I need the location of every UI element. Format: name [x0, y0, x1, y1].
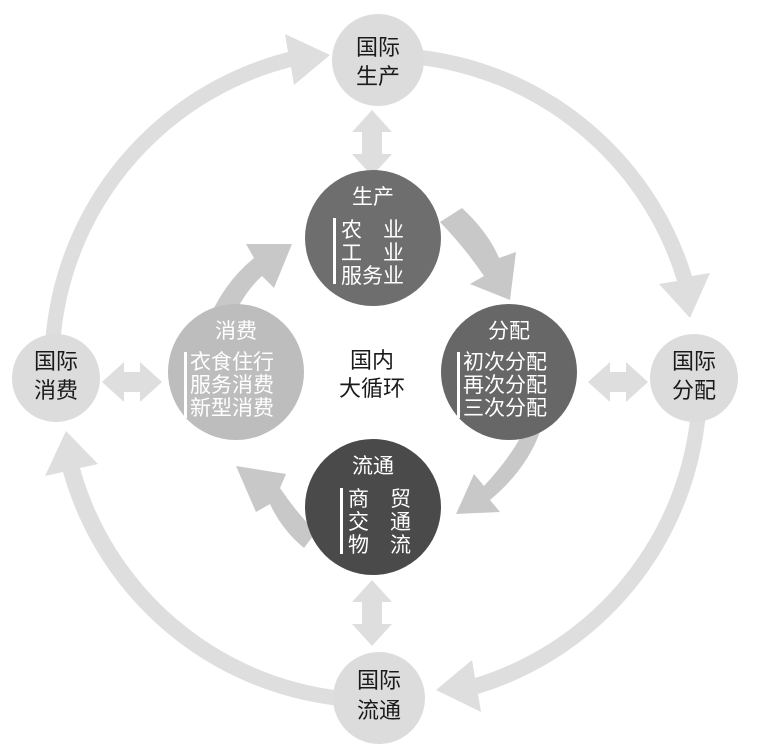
center-label: 国内 大循环	[339, 349, 405, 402]
outer-node-production-line-1: 国际	[356, 36, 400, 61]
outer-node-distribution-line-2: 分配	[672, 379, 716, 404]
connector-arrow-consumption	[102, 362, 162, 402]
outer-arrow-production-to-distribution	[410, 49, 710, 318]
inner-node-consumption: 消费 衣食住行 服务消费 新型消费	[168, 304, 304, 440]
inner-node-circulation-item-2: 交 通	[348, 510, 411, 534]
outer-node-circulation-circle	[333, 652, 425, 744]
outer-node-consumption-line-1: 国际	[34, 350, 78, 375]
outer-arrow-consumption-to-production	[45, 34, 330, 347]
outer-node-distribution-circle	[650, 334, 738, 422]
inner-node-distribution-bracket	[457, 352, 460, 418]
connector-arrow-distribution	[588, 362, 648, 402]
outer-node-distribution: 国际 分配	[650, 334, 738, 422]
inner-arrow-distribution-to-circulation	[456, 432, 540, 514]
center-label-line-2: 大循环	[339, 377, 405, 402]
inner-node-distribution-item-1: 初次分配	[463, 350, 547, 374]
outer-arrow-circulation-to-consumption	[45, 431, 342, 706]
connector-arrow-circulation	[352, 580, 392, 646]
inner-node-production: 生产 农 业 工 业 服务业	[305, 170, 441, 306]
inner-node-distribution-circle	[441, 304, 577, 440]
inner-node-consumption-title: 消费	[215, 319, 257, 343]
inner-node-circulation: 流通 商 贸 交 通 物 流	[305, 439, 441, 575]
inner-node-distribution-title: 分配	[488, 319, 530, 343]
outer-node-consumption-circle	[12, 334, 100, 422]
inner-node-circulation-circle	[305, 439, 441, 575]
inner-node-distribution: 分配 初次分配 再次分配 三次分配	[441, 304, 577, 440]
outer-cycle-arrows	[45, 34, 710, 712]
inner-node-production-item-1: 农 业	[341, 218, 404, 242]
inner-node-production-title: 生产	[352, 185, 394, 209]
outer-node-circulation-line-2: 流通	[357, 699, 401, 724]
inner-arrow-circulation-to-consumption	[236, 466, 316, 548]
inner-node-consumption-item-3: 新型消费	[190, 396, 274, 420]
outer-node-distribution-line-1: 国际	[672, 350, 716, 375]
inner-node-production-circle	[305, 170, 441, 306]
inner-node-production-item-3: 服务业	[341, 264, 404, 288]
outer-node-production-line-2: 生产	[356, 65, 400, 90]
outer-node-circulation-line-1: 国际	[357, 669, 401, 694]
inner-arrow-production-to-distribution	[440, 208, 516, 300]
outer-node-production-circle	[332, 14, 424, 106]
inner-node-production-item-2: 工 业	[341, 241, 404, 265]
center-label-line-1: 国内	[350, 349, 394, 374]
inner-node-distribution-item-3: 三次分配	[463, 396, 547, 420]
inner-node-circulation-item-3: 物 流	[348, 533, 411, 557]
connector-arrow-production	[352, 110, 392, 176]
inner-node-consumption-item-2: 服务消费	[190, 373, 274, 397]
inner-node-circulation-bracket	[340, 488, 343, 554]
inner-node-circulation-item-1: 商 贸	[348, 487, 411, 511]
inner-node-distribution-item-2: 再次分配	[463, 373, 547, 397]
inner-node-consumption-bracket	[184, 352, 187, 418]
inner-node-production-bracket	[333, 218, 336, 284]
inner-node-consumption-circle	[168, 304, 304, 440]
outer-node-consumption-line-2: 消费	[34, 379, 78, 404]
outer-node-production: 国际 生产	[332, 14, 424, 106]
inner-node-consumption-item-1: 衣食住行	[190, 350, 274, 374]
outer-node-circulation: 国际 流通	[333, 652, 425, 744]
connector-arrows	[102, 110, 648, 646]
outer-arrow-distribution-to-circulation	[436, 410, 706, 712]
inner-node-circulation-title: 流通	[352, 454, 394, 478]
outer-node-consumption: 国际 消费	[12, 334, 100, 422]
